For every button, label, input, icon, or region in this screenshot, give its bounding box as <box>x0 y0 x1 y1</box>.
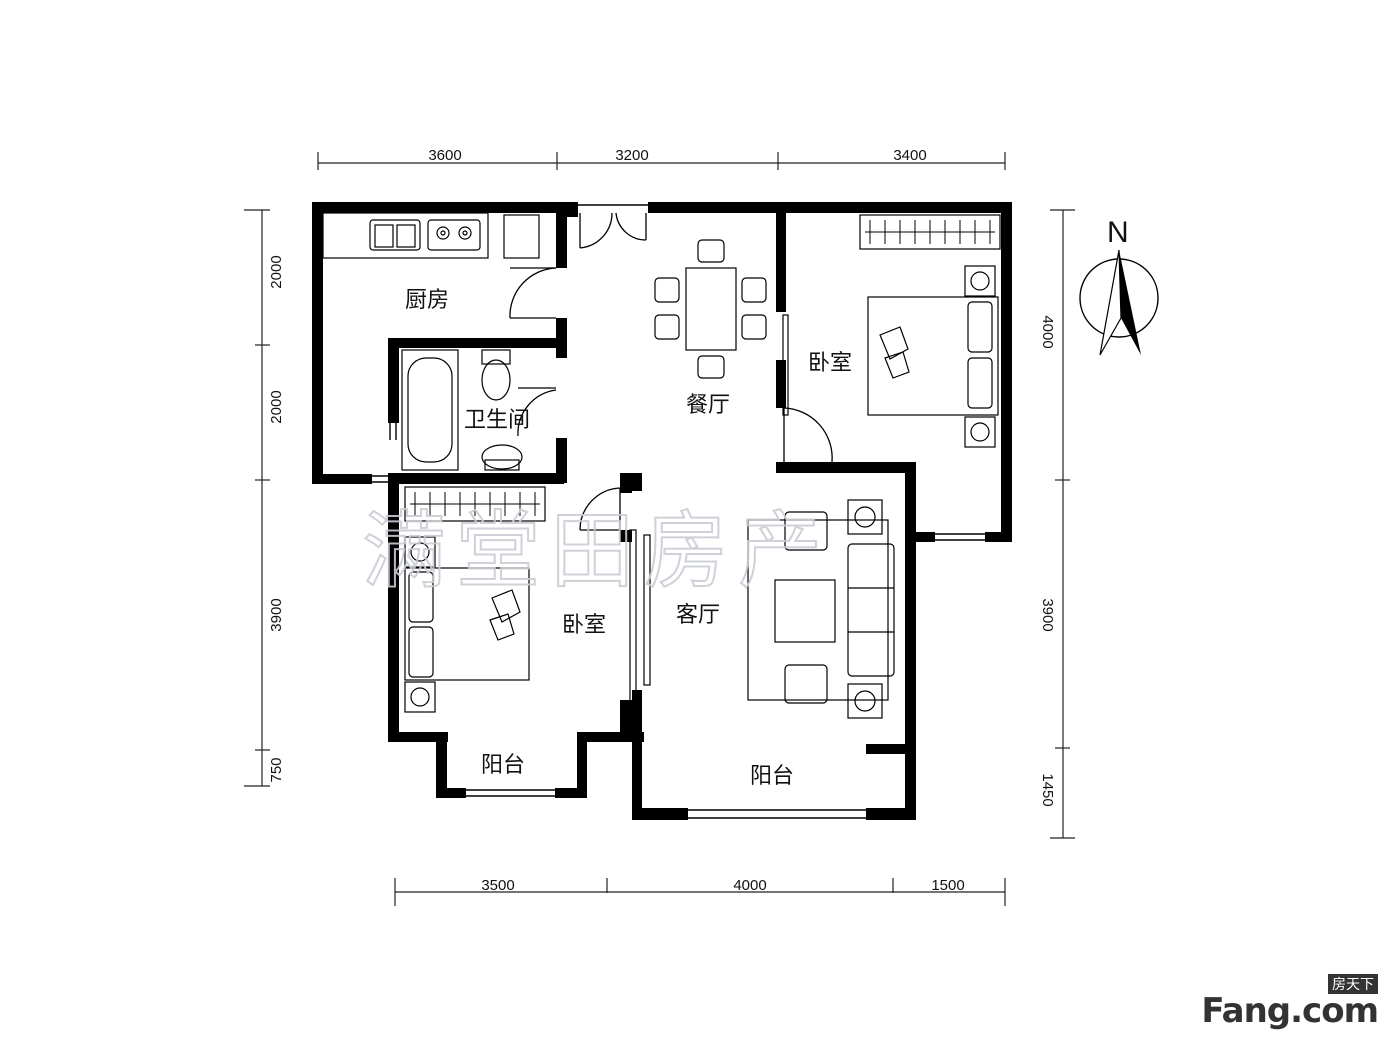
room-label-kitchen: 厨房 <box>405 288 449 313</box>
bedroom-ne-furniture <box>859 214 1001 448</box>
dimension-lines <box>244 152 1075 906</box>
walls <box>312 202 1012 820</box>
room-label-balcony-sw: 阳台 <box>481 753 525 778</box>
dim-right-2: 3900 <box>1039 598 1056 631</box>
north-label: N <box>1107 216 1129 249</box>
dim-right-1: 4000 <box>1039 315 1056 348</box>
dining-table <box>654 239 767 379</box>
dim-bottom-3: 1500 <box>931 877 964 894</box>
room-label-bedroom-ne: 卧室 <box>808 351 852 376</box>
dim-left-4: 750 <box>268 757 285 782</box>
room-label-bathroom: 卫生间 <box>464 408 530 433</box>
north-compass <box>1079 249 1159 356</box>
dim-left-3: 3900 <box>268 598 285 631</box>
dim-top-1: 3600 <box>428 147 461 164</box>
living-furniture <box>747 499 895 719</box>
room-label-bedroom-sw: 卧室 <box>562 613 606 638</box>
swing-doors <box>509 212 833 531</box>
dim-top-2: 3200 <box>615 147 648 164</box>
dim-bottom-1: 3500 <box>481 877 514 894</box>
room-label-balcony-living: 阳台 <box>750 764 794 789</box>
windows <box>372 204 985 819</box>
room-label-dining: 餐厅 <box>686 393 730 418</box>
watermark: 满堂田房产 <box>362 502 832 600</box>
fang-logo: 房天下 Fang.com <box>1201 974 1379 1031</box>
dim-left-2: 2000 <box>268 390 285 423</box>
logo-top-text: 房天下 <box>1328 974 1378 994</box>
dim-right-3: 1450 <box>1039 773 1056 806</box>
dim-top-3: 3400 <box>893 147 926 164</box>
kitchen-counter <box>322 212 540 259</box>
dim-left-1: 2000 <box>268 255 285 288</box>
dim-bottom-2: 4000 <box>733 877 766 894</box>
bedroom-sw-furniture <box>404 486 546 713</box>
bathroom-fixtures <box>401 349 523 471</box>
room-label-living: 客厅 <box>676 603 720 628</box>
logo-main-text: Fang.com <box>1201 991 1379 1031</box>
sliding-doors <box>629 314 789 711</box>
